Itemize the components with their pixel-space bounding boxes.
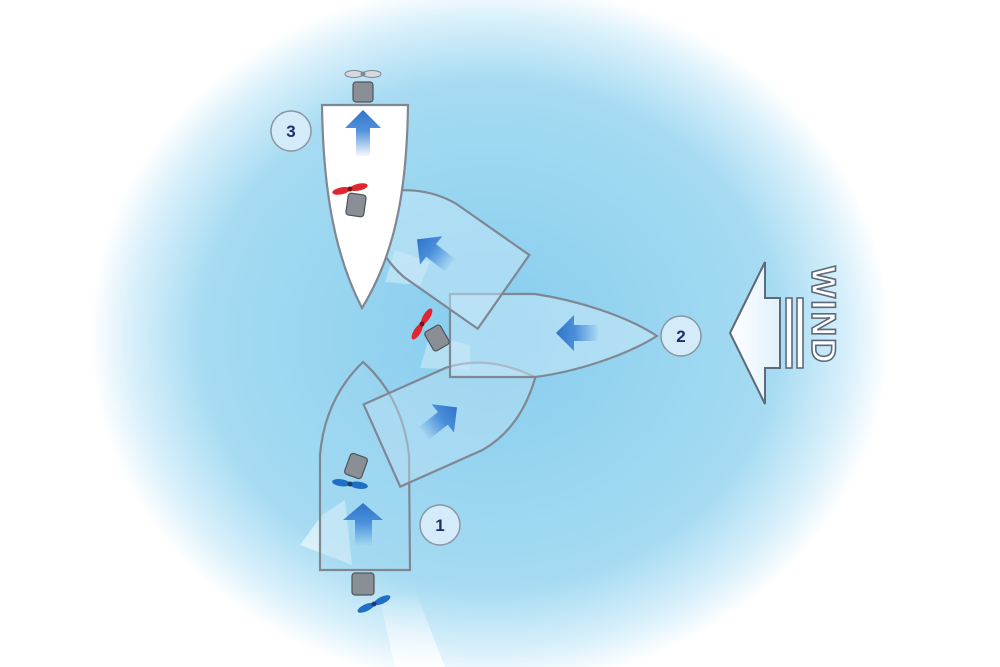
boat-position-2 xyxy=(448,292,660,379)
thrust-arrow-1b xyxy=(419,404,458,440)
motor-step1-stern xyxy=(351,572,391,613)
prop-wash-step1 xyxy=(300,500,352,565)
thrust-arrow-2 xyxy=(556,315,598,351)
prop-wash-stern xyxy=(380,590,445,667)
svg-text:3: 3 xyxy=(286,122,295,141)
step-marker-3: 3 xyxy=(270,110,312,152)
thrust-arrow-1 xyxy=(343,503,383,545)
propeller-icon xyxy=(332,183,368,195)
propeller-icon xyxy=(332,479,368,489)
svg-text:1: 1 xyxy=(435,516,444,535)
wind-arrow-icon xyxy=(728,261,804,405)
svg-text:2: 2 xyxy=(676,327,685,346)
step-marker-2: 2 xyxy=(660,315,702,357)
motor-step1-turn xyxy=(332,452,368,489)
motor-step3-bow xyxy=(344,70,382,103)
wind-label: WIND xyxy=(804,266,842,365)
thrust-arrow-3a xyxy=(416,236,455,272)
motor-step3-turn xyxy=(332,183,368,218)
propeller-icon xyxy=(357,595,391,613)
propeller-icon xyxy=(411,308,433,340)
step-marker-1: 1 xyxy=(419,504,461,546)
thrust-arrow-3 xyxy=(345,110,381,156)
motor-step2 xyxy=(411,308,450,352)
propeller-icon xyxy=(344,70,382,78)
